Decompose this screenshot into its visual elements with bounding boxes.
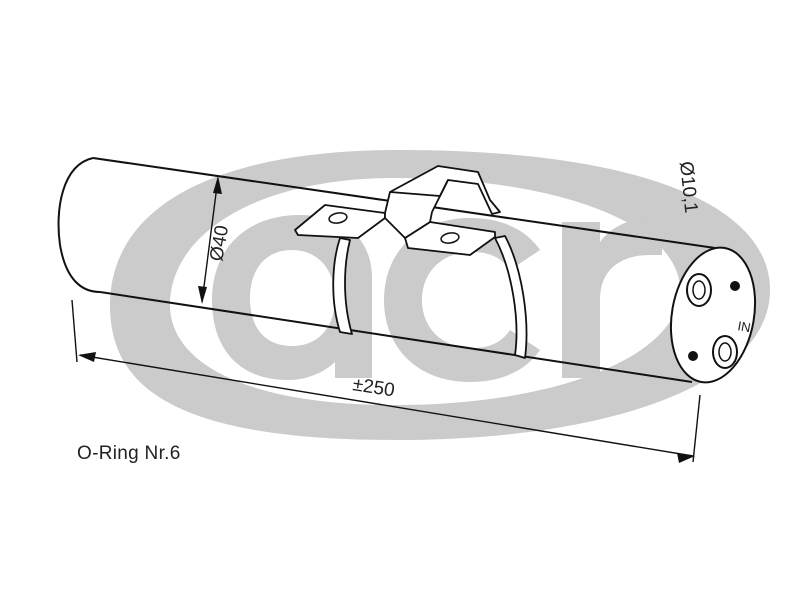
bracket-bridge-fold <box>389 191 441 197</box>
bracket-hole-left <box>328 212 348 224</box>
bolt-hole-lower <box>688 351 698 361</box>
watermark-letter-r <box>562 218 662 378</box>
length-dimension-line <box>79 354 694 457</box>
bolt-hole-upper <box>730 281 740 291</box>
bracket-bridge <box>384 165 501 239</box>
bracket-band-right <box>494 235 528 359</box>
oring-caption: O-Ring Nr.6 <box>77 443 181 464</box>
port-lower-inner <box>718 342 732 362</box>
diameter-body-line <box>201 177 219 303</box>
bracket-holes <box>328 212 460 244</box>
length-extension-right <box>692 394 701 463</box>
dimension-lines <box>71 177 701 463</box>
diameter-arrow-bottom <box>198 286 207 304</box>
length-extension-left <box>71 299 78 363</box>
length-arrow-right <box>677 453 695 463</box>
length-dimension-label: ±250 <box>351 374 396 401</box>
mounting-bracket <box>294 165 528 359</box>
port-upper-inner <box>692 280 706 300</box>
diameter-arrow-top <box>213 176 222 194</box>
bracket-bridge-fold-2 <box>439 179 449 197</box>
watermark-letter-a <box>212 215 372 380</box>
dimension-arrows <box>78 176 695 463</box>
cylinder-bottom-line <box>99 291 693 383</box>
end-cap-bolts <box>688 281 740 361</box>
length-arrow-left <box>78 352 96 362</box>
port-in-label: IN <box>736 318 751 335</box>
cylinder-left-end <box>57 157 101 293</box>
bracket-hole-right <box>440 232 460 244</box>
bracket-band-left <box>332 237 353 335</box>
